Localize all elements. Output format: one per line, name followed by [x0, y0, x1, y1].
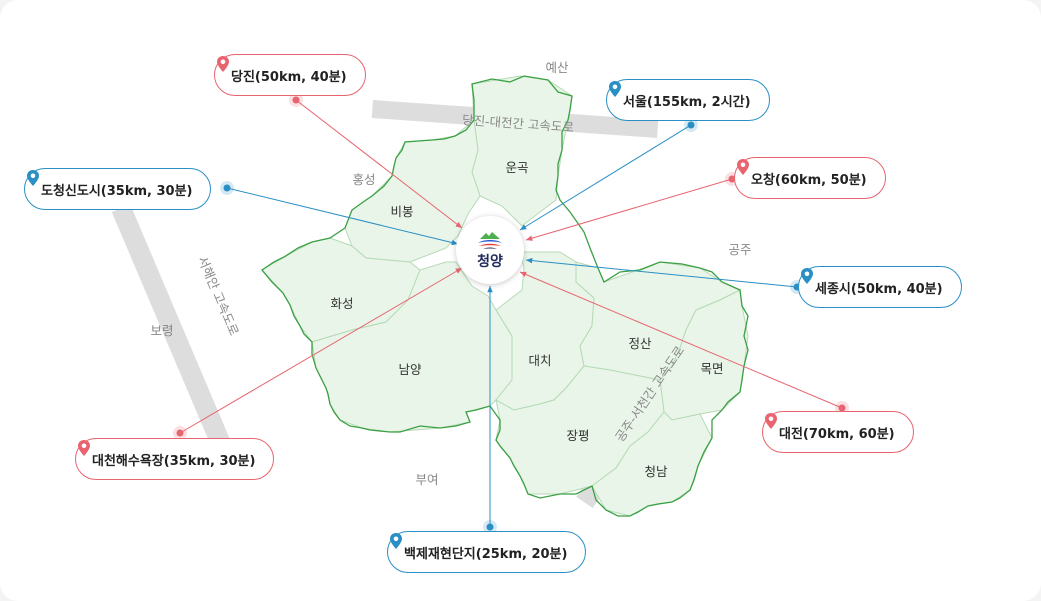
road-label-seohaean: 서해안 고속도로 [195, 254, 242, 338]
location-pin-icon [765, 413, 777, 429]
town-label-daechi: 대치 [528, 353, 551, 368]
neighbor-label-hongseong: 홍성 [352, 172, 375, 187]
neighbor-label-yesan: 예산 [545, 60, 569, 75]
destination-daecheon[interactable]: 대천해수욕장(35km, 30분) [75, 438, 275, 480]
location-pin-icon [390, 533, 402, 549]
county-map [261, 75, 749, 517]
road-seohaean [111, 204, 231, 448]
destination-label: 서울(155km, 2시간) [623, 94, 751, 110]
destination-sejong[interactable]: 세종시(50km, 40분) [798, 266, 962, 308]
town-label-jangpyeong: 장평 [566, 428, 589, 443]
town-label-namyang: 남양 [398, 362, 422, 377]
center-name: 청양 [477, 253, 503, 270]
route-line-daejeon [519, 271, 843, 409]
cheongyang-logo-icon [478, 231, 502, 249]
destination-baekje[interactable]: 백제재현단지(25km, 20분) [387, 531, 587, 573]
neighbor-label-boryeong: 보령 [150, 323, 173, 338]
route-line-sejong [525, 257, 798, 288]
location-pin-icon [27, 170, 39, 186]
location-pin-icon [609, 81, 621, 97]
destination-label: 백제재현단지(25km, 20분) [404, 546, 568, 562]
town-label-bibong: 비봉 [390, 204, 413, 219]
town-label-ungok: 운곡 [505, 160, 528, 175]
destination-seoul[interactable]: 서울(155km, 2시간) [606, 79, 770, 121]
route-lines [173, 93, 849, 534]
town-label-mokmyeon: 목면 [700, 361, 723, 376]
location-pin-icon [801, 268, 813, 284]
neighbor-label-gongju: 공주 [728, 242, 751, 257]
destination-dangjin[interactable]: 당진(50km, 40분) [214, 54, 366, 96]
county-border [261, 75, 749, 517]
town-label-jeongsan: 정산 [628, 336, 652, 351]
location-pin-icon [217, 56, 229, 72]
town-label-hwaseong: 화성 [330, 296, 353, 311]
destination-label: 당진(50km, 40분) [231, 69, 347, 85]
location-pin-icon [78, 440, 90, 456]
region-ungok [471, 75, 573, 227]
route-line-ochang [525, 178, 733, 241]
destination-ochang[interactable]: 오창(60km, 50분) [734, 157, 886, 199]
route-line-daecheon [179, 267, 463, 434]
destination-label: 오창(60km, 50분) [751, 172, 867, 188]
location-pin-icon [737, 159, 749, 175]
destination-daejeon[interactable]: 대전(70km, 60분) [762, 411, 914, 453]
town-label-cheongnam: 청남 [644, 464, 668, 479]
destination-label: 세종시(50km, 40분) [815, 281, 943, 297]
route-line-dochung [226, 187, 459, 246]
center-marker-cheongyang[interactable]: 청양 [456, 216, 524, 284]
destination-label: 대천해수욕장(35km, 30분) [92, 453, 256, 469]
route-line-dangjin [295, 99, 463, 229]
neighbor-label-buyeo: 부여 [415, 472, 438, 487]
destination-label: 도청신도시(35km, 30분) [41, 183, 193, 199]
destination-label: 대전(70km, 60분) [779, 426, 895, 442]
route-line-seoul [519, 124, 692, 231]
destination-dochung[interactable]: 도청신도시(35km, 30분) [24, 168, 212, 210]
